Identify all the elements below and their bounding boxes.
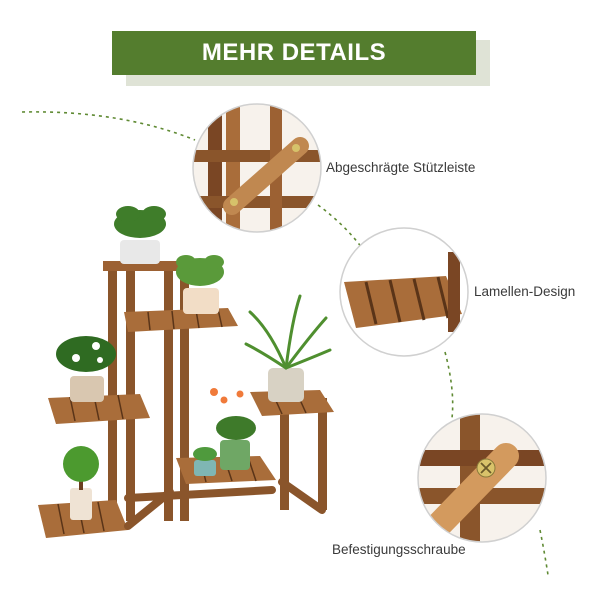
callout-label-fastening-screw: Befestigungsschraube bbox=[332, 542, 466, 557]
detail-circle-slat-design bbox=[339, 227, 469, 357]
detail-circle-fastening-screw bbox=[417, 413, 547, 543]
dashed-connectors bbox=[21, 111, 549, 576]
callout-label-support-strut: Abgeschrägte Stützleiste bbox=[326, 160, 476, 175]
potted-plants bbox=[56, 206, 332, 520]
banner-title: MEHR DETAILS bbox=[201, 39, 387, 66]
plant-stand bbox=[38, 261, 334, 538]
detail-circle-support-strut bbox=[192, 103, 322, 233]
callout-label-slat-design: Lamellen-Design bbox=[474, 284, 576, 299]
header-banner: MEHR DETAILS bbox=[112, 31, 476, 75]
